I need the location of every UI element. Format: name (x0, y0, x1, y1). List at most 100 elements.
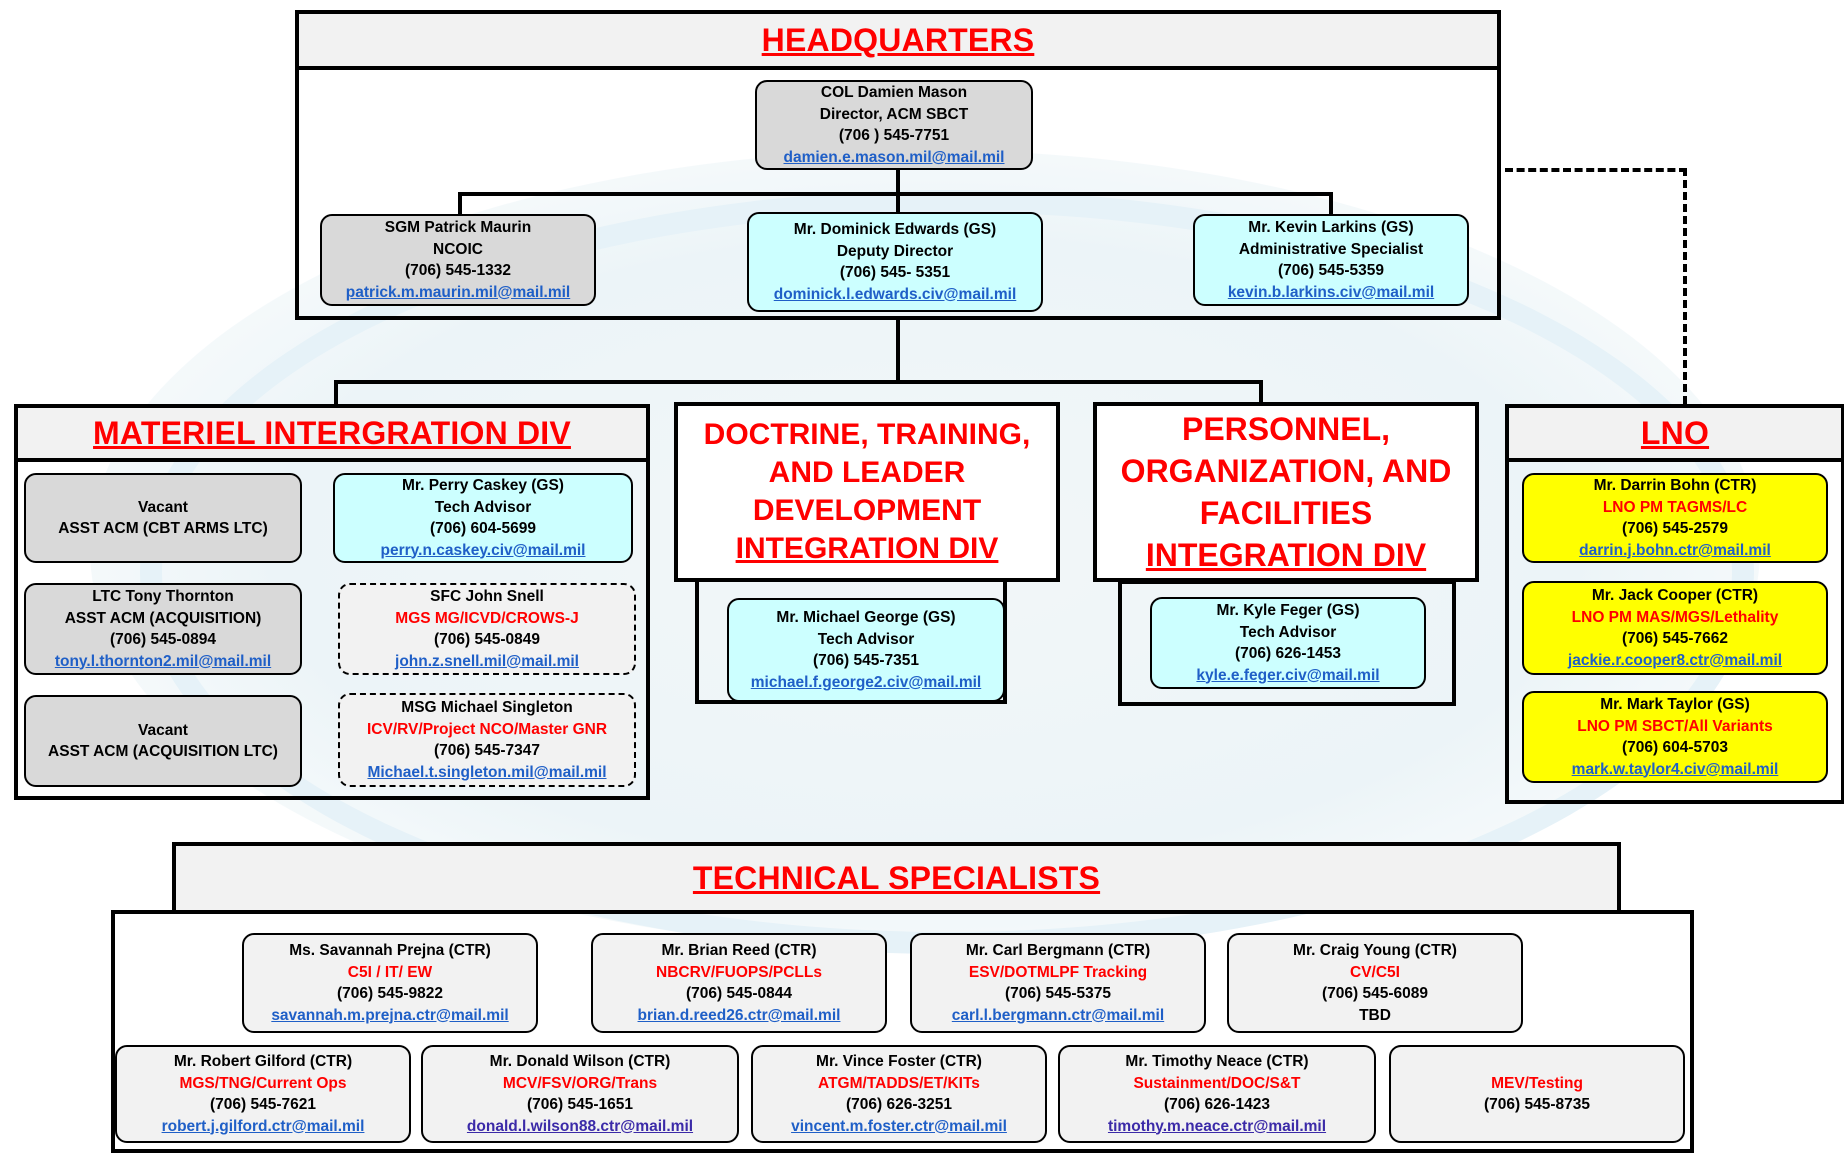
tech-role: MCV/FSV/ORG/Trans (502, 1074, 658, 1092)
tech-email-link[interactable]: donald.l.wilson88.ctr@mail.mil (466, 1117, 694, 1135)
tech-role: MGS/TNG/Current Ops (179, 1074, 347, 1092)
personnel-title-line: ORGANIZATION, AND (1120, 453, 1452, 489)
lno-title: LNO (1640, 414, 1710, 451)
doctrine-title-line: DEVELOPMENT (752, 494, 982, 527)
snell-role: MGS MG/ICVD/CROWS-J (395, 609, 579, 627)
snell-name: SFC John Snell (430, 588, 544, 605)
tech-email-link[interactable]: timothy.m.neace.ctr@mail.mil (1107, 1117, 1327, 1135)
george-card: Mr. Michael George (GS) Tech Advisor (70… (727, 598, 1005, 702)
tech-phone: (706) 545-9822 (337, 985, 443, 1002)
personnel-title-line: PERSONNEL, (1181, 411, 1391, 447)
admin-specialist-card: Mr. Kevin Larkins (GS) Administrative Sp… (1193, 214, 1469, 306)
admin-role: Administrative Specialist (1238, 240, 1424, 258)
vacant-label: Vacant (138, 498, 188, 516)
feger-card: Mr. Kyle Feger (GS) Tech Advisor (706) 6… (1150, 597, 1426, 689)
tech-phone: (706) 545-7621 (210, 1096, 316, 1113)
connector (334, 380, 1263, 384)
feger-email-link[interactable]: kyle.e.feger.civ@mail.mil (1196, 666, 1380, 684)
snell-email-link[interactable]: john.z.snell.mil@mail.mil (395, 652, 579, 670)
personnel-title-line: FACILITIES (1199, 495, 1373, 531)
lno-card: Mr. Darrin Bohn (CTR) LNO PM TAGMS/LC (7… (1522, 473, 1828, 563)
connector (896, 320, 900, 382)
deputy-director-card: Mr. Dominick Edwards (GS) Deputy Directo… (747, 212, 1043, 312)
tech-email-link[interactable]: savannah.m.prejna.ctr@mail.mil (271, 1006, 509, 1024)
tech-card: Mr. Brian Reed (CTR) NBCRV/FUOPS/PCLLs (… (591, 933, 887, 1033)
connector (334, 380, 338, 404)
personnel-division-header: PERSONNEL, ORGANIZATION, AND FACILITIES … (1093, 402, 1479, 582)
thornton-email-link[interactable]: tony.l.thornton2.mil@mail.mil (54, 652, 272, 670)
singleton-email-link[interactable]: Michael.t.singleton.mil@mail.mil (367, 763, 607, 781)
lno-email-link[interactable]: mark.w.taylor4.civ@mail.mil (1571, 760, 1779, 778)
doctrine-title-line: AND LEADER (768, 456, 966, 489)
ncoic-name: SGM Patrick Maurin (384, 219, 532, 236)
singleton-name: MSG Michael Singleton (401, 699, 573, 716)
lno-card: Mr. Jack Cooper (CTR) LNO PM MAS/MGS/Let… (1522, 581, 1828, 675)
snell-card: SFC John Snell MGS MG/ICVD/CROWS-J (706)… (338, 583, 636, 675)
tech-name: Mr. Brian Reed (CTR) (661, 942, 817, 959)
lno-role: LNO PM TAGMS/LC (1602, 498, 1748, 516)
tech-email-link[interactable]: robert.j.gilford.ctr@mail.mil (161, 1117, 365, 1135)
tech-card: Ms. Savannah Prejna (CTR) C5I / IT/ EW (… (242, 933, 538, 1033)
ncoic-email-link[interactable]: patrick.m.maurin.mil@mail.mil (345, 283, 571, 301)
technical-specialists-title: TECHNICAL SPECIALISTS (692, 859, 1101, 896)
ncoic-role: NCOIC (433, 240, 483, 258)
vacant-position: ASST ACM (CBT ARMS LTC) (58, 520, 268, 537)
george-name: Mr. Michael George (GS) (776, 609, 956, 626)
tech-role: ATGM/TADDS/ET/KITs (818, 1074, 980, 1092)
tech-name: Ms. Savannah Prejna (CTR) (289, 942, 491, 959)
connector (1259, 380, 1263, 404)
lno-dashed-connector (1505, 168, 1687, 172)
caskey-email-link[interactable]: perry.n.caskey.civ@mail.mil (380, 541, 586, 559)
george-phone: (706) 545-7351 (813, 652, 919, 669)
caskey-name: Mr. Perry Caskey (GS) (402, 477, 564, 494)
thornton-phone: (706) 545-0894 (110, 631, 216, 648)
lno-name: Mr. Mark Taylor (GS) (1600, 696, 1750, 713)
tech-phone: (706) 545-8735 (1484, 1096, 1590, 1113)
doctrine-title-underlined: INTEGRATION DIV (735, 532, 999, 565)
singleton-card: MSG Michael Singleton ICV/RV/Project NCO… (338, 693, 636, 787)
lno-card: Mr. Mark Taylor (GS) LNO PM SBCT/All Var… (1522, 691, 1828, 783)
doctrine-division-header: DOCTRINE, TRAINING, AND LEADER DEVELOPME… (674, 402, 1060, 582)
tech-role: C5I / IT/ EW (347, 963, 433, 981)
admin-email-link[interactable]: kevin.b.larkins.civ@mail.mil (1227, 283, 1435, 301)
tech-email-tbd: TBD (1359, 1006, 1391, 1024)
admin-phone: (706) 545-5359 (1278, 262, 1384, 279)
tech-role: CV/C5I (1350, 963, 1400, 981)
tech-email-link[interactable]: carl.l.bergmann.ctr@mail.mil (951, 1006, 1165, 1024)
connector (458, 192, 1333, 196)
tech-name: Mr. Carl Bergmann (CTR) (965, 942, 1151, 959)
director-card: COL Damien Mason Director, ACM SBCT (706… (755, 80, 1033, 170)
feger-role: Tech Advisor (1239, 623, 1337, 641)
lno-email-link[interactable]: jackie.r.cooper8.ctr@mail.mil (1567, 651, 1783, 669)
connector (896, 170, 900, 194)
lno-name: Mr. Jack Cooper (CTR) (1591, 587, 1759, 604)
materiel-division-header: MATERIEL INTERGRATION DIV (14, 404, 650, 462)
tech-email-link[interactable]: vincent.m.foster.ctr@mail.mil (791, 1117, 1007, 1135)
thornton-name: LTC Tony Thornton (92, 588, 234, 605)
tech-card: Mr. Craig Young (CTR) CV/C5I (706) 545-6… (1227, 933, 1523, 1033)
tech-role: NBCRV/FUOPS/PCLLs (656, 963, 822, 981)
headquarters-title: HEADQUARTERS (761, 21, 1035, 58)
materiel-vacant-card-2: Vacant ASST ACM (ACQUISITION LTC) (24, 695, 302, 787)
director-role: Director, ACM SBCT (819, 105, 969, 123)
lno-email-link[interactable]: darrin.j.bohn.ctr@mail.mil (1579, 541, 1771, 559)
tech-email-link[interactable]: brian.d.reed26.ctr@mail.mil (637, 1006, 841, 1024)
director-name: COL Damien Mason (820, 84, 968, 101)
tech-card: Mr. Robert Gilford (CTR) MGS/TNG/Current… (115, 1045, 411, 1143)
vacant-position: ASST ACM (ACQUISITION LTC) (48, 743, 278, 760)
tech-name: Mr. Robert Gilford (CTR) (173, 1053, 353, 1070)
deputy-phone: (706) 545- 5351 (839, 264, 951, 281)
director-email-link[interactable]: damien.e.mason.mil@mail.mil (783, 148, 1005, 166)
tech-card: MEV/Testing (706) 545-8735 (1389, 1045, 1685, 1143)
connector (896, 192, 900, 214)
tech-card: Mr. Vince Foster (CTR) ATGM/TADDS/ET/KIT… (751, 1045, 1047, 1143)
lno-phone: (706) 545-7662 (1622, 630, 1728, 647)
george-email-link[interactable]: michael.f.george2.civ@mail.mil (750, 673, 982, 691)
connector (1329, 192, 1333, 214)
tech-name: Mr. Donald Wilson (CTR) (489, 1053, 671, 1070)
caskey-phone: (706) 604-5699 (430, 520, 536, 537)
ncoic-phone: (706) 545-1332 (405, 262, 511, 279)
tech-name: Mr. Craig Young (CTR) (1293, 942, 1457, 959)
deputy-email-link[interactable]: dominick.l.edwards.civ@mail.mil (773, 285, 1017, 303)
materiel-division-title: MATERIEL INTERGRATION DIV (93, 414, 571, 451)
